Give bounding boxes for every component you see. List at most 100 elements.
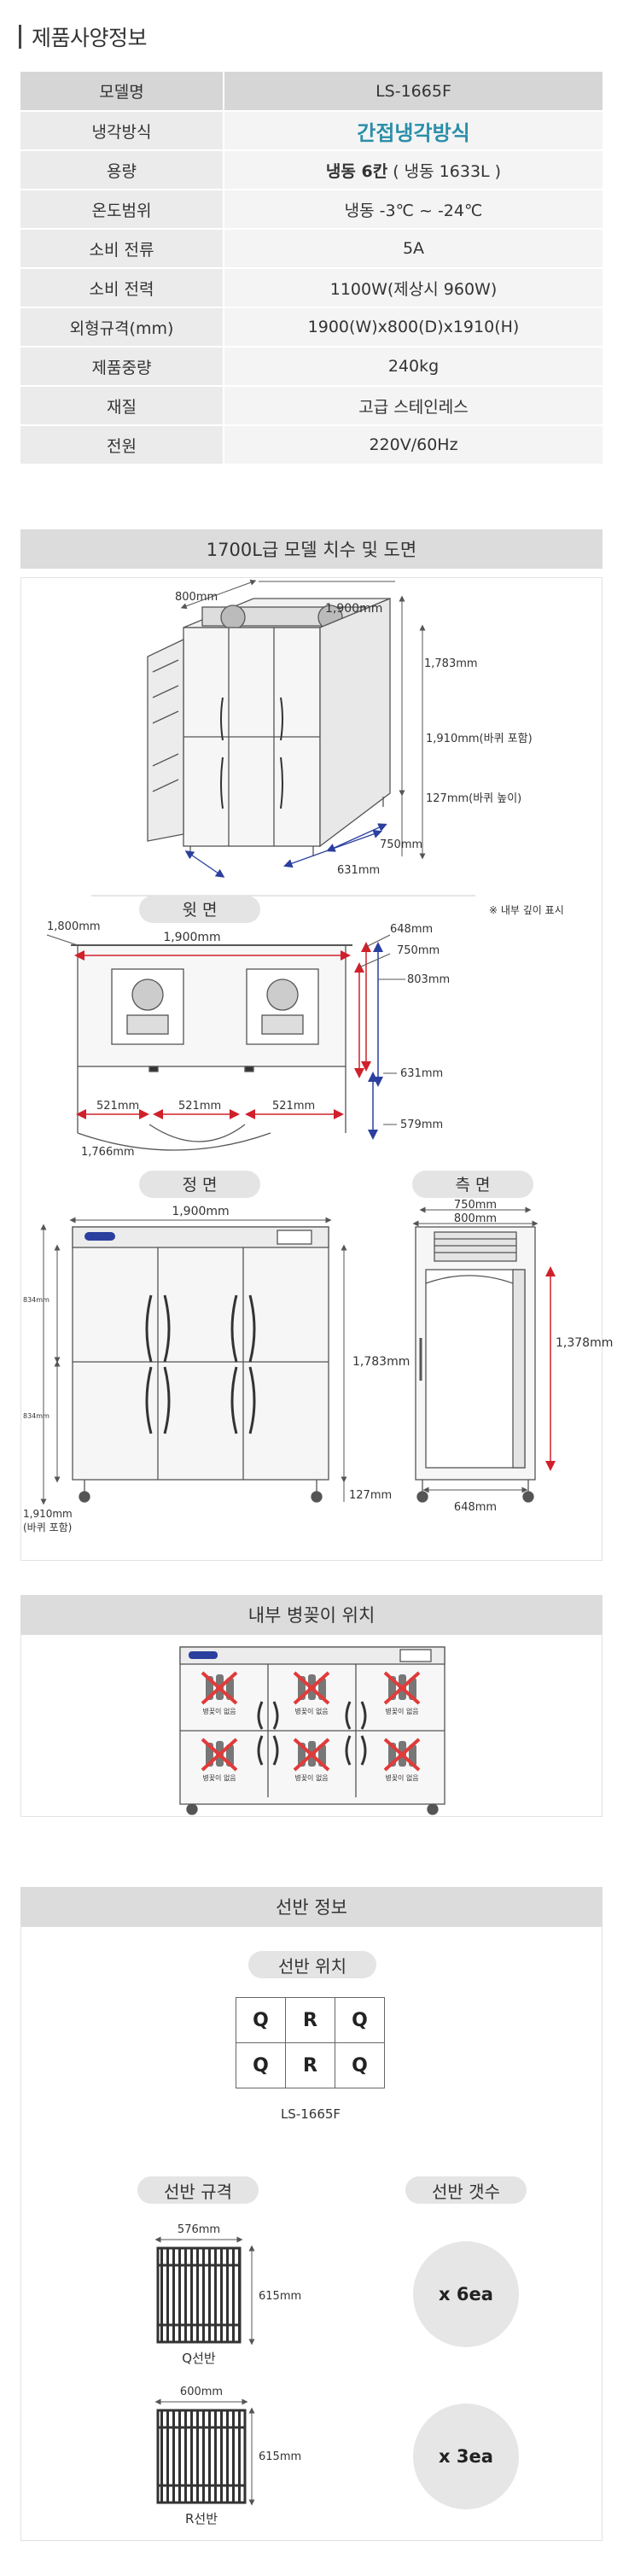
front-left-a-label: 834mm <box>23 1296 49 1304</box>
bottle-cell-label: 병꽂이 없음 <box>202 1707 236 1715</box>
spec-value: 1900(W)x800(D)x1910(H) <box>223 307 603 348</box>
spec-row: 냉각방식 간접냉각방식 <box>20 111 603 151</box>
side-750-label: 750mm <box>454 1199 497 1212</box>
shelf-count-pill: 선반 갯수 <box>405 2176 527 2204</box>
bottle-cell-label: 병꽂이 없음 <box>385 1773 418 1782</box>
front-view-label: 정 면 <box>183 1176 218 1195</box>
top-521a-label: 521mm <box>96 1100 139 1113</box>
top-521c-label: 521mm <box>272 1100 315 1113</box>
shelf-model: LS-1665F <box>280 2106 341 2122</box>
bottle-panel: 병꽂이 없음 병꽂이 없음 병꽂이 없음 병꽂이 없음 병꽂이 없음 병꽂이 없… <box>20 1634 603 1817</box>
iso-top-height-label: 1,783mm <box>424 657 478 670</box>
r-shelf-name: R선반 <box>185 2511 218 2526</box>
side-view-label: 측 면 <box>456 1176 491 1195</box>
r-shelf-count: x 3ea <box>413 2404 519 2509</box>
spec-label: 제품중량 <box>20 347 224 387</box>
front-1783-label: 1,783mm <box>352 1355 410 1369</box>
spec-row: 소비 전류 5A <box>20 229 603 269</box>
shelf-cell: R <box>285 1997 335 2043</box>
spec-label: 냉각방식 <box>20 111 224 151</box>
bottle-cell-x-icon <box>201 1671 238 1705</box>
bottle-section-header: 내부 병꽂이 위치 <box>20 1595 603 1634</box>
front-1910-note: (바퀴 포함) <box>23 1522 72 1533</box>
top-750-label: 750mm <box>397 944 440 957</box>
spec-label: 온도범위 <box>20 190 224 230</box>
front-1900-label: 1,900mm <box>172 1205 229 1218</box>
iso-view <box>147 598 391 856</box>
top-648-label: 648mm <box>390 923 433 936</box>
iso-depth-label: 800mm <box>175 591 218 604</box>
dimensions-panel: 800mm 1,900mm 1,783mm 1,910mm(바퀴 포함) 127… <box>20 577 613 1561</box>
shelf-section-header: 선반 정보 <box>20 1887 603 1926</box>
top-view-pill <box>139 896 260 923</box>
spec-label: 외형규격(mm) <box>20 307 224 348</box>
side-view-pill <box>412 1171 533 1198</box>
page-title: 제품사양정보 <box>19 24 148 50</box>
iso-750-label: 750mm <box>380 838 422 851</box>
q-shelf-name: Q선반 <box>182 2351 216 2366</box>
side-800-label: 800mm <box>454 1212 497 1225</box>
bottle-cell-label: 병꽂이 없음 <box>385 1707 418 1715</box>
top-view-label: 윗 면 <box>183 901 218 920</box>
spec-label: 소비 전류 <box>20 229 224 269</box>
shelf-panel: 선반 위치 Q R Q Q R Q LS-1665F 선반 규격 선반 갯수 5… <box>20 1926 603 2541</box>
spec-value: 간접냉각방식 <box>223 111 603 151</box>
iso-width-label: 1,900mm <box>325 602 382 616</box>
spec-row: 용량 냉동 6칸 ( 냉동 1633L ) <box>20 150 603 190</box>
front-view-pill <box>139 1171 260 1198</box>
front-view-drawing <box>72 1226 329 1503</box>
bottle-cell-x-icon <box>293 1738 330 1772</box>
page-title-text: 제품사양정보 <box>32 26 148 50</box>
spec-label: 전원 <box>20 425 224 465</box>
spec-table: 모델명 LS-1665F 냉각방식 간접냉각방식 용량 냉동 6칸 ( 냉동 1… <box>20 72 603 465</box>
iso-height-label: 1,910mm(바퀴 포함) <box>426 733 533 745</box>
top-1800-label: 1,800mm <box>47 920 101 933</box>
shelf-position-grid: Q R Q Q R Q <box>236 1997 385 2088</box>
front-127-label: 127mm <box>349 1489 392 1502</box>
spec-value: 고급 스테인레스 <box>223 386 603 426</box>
spec-label: 모델명 <box>20 72 224 112</box>
shelf-position-pill: 선반 위치 <box>248 1951 376 1978</box>
shelf-drawings: 576mm 615mm Q선반 600mm 615mm R선반 <box>154 2223 301 2526</box>
front-1910-label: 1,910mm <box>23 1508 73 1520</box>
spec-value: 냉동 -3℃ ~ -24℃ <box>223 190 603 230</box>
side-view-drawing <box>415 1226 536 1503</box>
bottle-cell-x-icon <box>383 1738 421 1772</box>
dimensions-section-header: 1700L급 모델 치수 및 도면 <box>20 529 603 569</box>
bottle-cell-x-icon <box>383 1671 421 1705</box>
shelf-cell: Q <box>335 2042 385 2088</box>
spec-row: 전원 220V/60Hz <box>20 425 603 465</box>
top-521b-label: 521mm <box>178 1100 221 1113</box>
spec-row: 제품중량 240kg <box>20 347 603 387</box>
top-579-label: 579mm <box>400 1119 443 1131</box>
spec-value: LS-1665F <box>223 72 603 112</box>
bottle-cell-label: 병꽂이 없음 <box>202 1773 236 1782</box>
spec-value: 냉동 6칸 ( 냉동 1633L ) <box>223 150 603 190</box>
r-shelf-width: 600mm <box>180 2386 223 2398</box>
top-1900-label: 1,900mm <box>163 931 220 944</box>
top-view-note: ※ 내부 깊이 표시 <box>489 904 564 916</box>
spec-row: 재질 고급 스테인레스 <box>20 386 603 426</box>
bottle-cell-x-icon <box>201 1738 238 1772</box>
bottle-cell-label: 병꽂이 없음 <box>294 1707 328 1715</box>
bottle-cell-label: 병꽂이 없음 <box>294 1773 328 1782</box>
spec-row: 온도범위 냉동 -3℃ ~ -24℃ <box>20 190 603 230</box>
iso-631-label: 631mm <box>337 864 380 877</box>
spec-value-bold: 냉동 6칸 <box>325 161 388 181</box>
top-803-label: 803mm <box>407 973 450 986</box>
spec-value-rest: ( 냉동 1633L ) <box>387 161 502 181</box>
shelf-cell: Q <box>236 2042 286 2088</box>
spec-value: 240kg <box>223 347 603 387</box>
top-view-drawing <box>71 944 352 1151</box>
spec-row: 모델명 LS-1665F <box>20 72 603 112</box>
spec-value: 5A <box>223 229 603 269</box>
bottle-drawing: 병꽂이 없음 병꽂이 없음 병꽂이 없음 병꽂이 없음 병꽂이 없음 병꽂이 없… <box>179 1646 445 1815</box>
q-shelf-width: 576mm <box>178 2223 220 2236</box>
shelf-cell: Q <box>335 1997 385 2043</box>
title-bar <box>19 25 21 49</box>
spec-value: 220V/60Hz <box>223 425 603 465</box>
dimension-drawings: 800mm 1,900mm 1,783mm 1,910mm(바퀴 포함) 127… <box>23 579 613 1533</box>
bottle-cell-x-icon <box>293 1671 330 1705</box>
q-shelf-height: 615mm <box>259 2290 301 2303</box>
spec-label: 재질 <box>20 386 224 426</box>
